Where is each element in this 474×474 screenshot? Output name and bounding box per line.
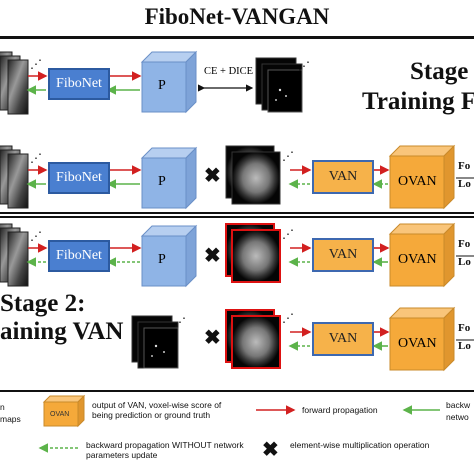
row1: ⋰ ⋰ (0, 50, 310, 115)
svg-text:⋰: ⋰ (30, 151, 42, 165)
side-lo-row2: Lo (458, 178, 471, 190)
gt-stack-row1: ⋰ (255, 57, 310, 113)
p-label-row2: P (158, 174, 166, 189)
van-box-row2: VAN (312, 160, 374, 194)
svg-text:✖: ✖ (204, 327, 221, 349)
side-fo-row3: Fo (458, 238, 471, 250)
stage1-label-line2: Training F (362, 88, 474, 115)
fibonet-box-row1: FiboNet (48, 68, 110, 100)
row2: ⋰ ✖ ⋰ (0, 144, 474, 210)
legend-multiply-label: element-wise multiplication operation (290, 440, 430, 450)
van-box-row4: VAN (312, 322, 374, 356)
ovan-label-row3: OVAN (398, 252, 437, 267)
ovan-label-row4: OVAN (398, 336, 437, 351)
side-lo-row3: Lo (458, 256, 471, 268)
legend-backward-noupdate-label: backward propagation WITHOUT network par… (86, 440, 244, 460)
multiply-icon: ✖ (204, 165, 221, 187)
side-lo-row4: Lo (458, 340, 471, 352)
side-fo-row4: Fo (458, 322, 471, 334)
svg-text:⋰: ⋰ (298, 59, 310, 73)
svg-text:✖: ✖ (204, 245, 221, 267)
legend-forward-label: forward propagation (302, 405, 378, 415)
svg-text:⋰: ⋰ (282, 311, 294, 325)
diagram-title: FiboNet-VANGAN (144, 4, 330, 29)
stage-divider (0, 212, 474, 218)
input-stack-row1: ⋰ (0, 51, 42, 115)
svg-text:⋰: ⋰ (282, 227, 294, 241)
p-label-row3: P (158, 252, 166, 267)
svg-text:⋰: ⋰ (30, 57, 42, 71)
legend-multiply-icon: ✖ (262, 439, 279, 461)
stage2-label-line1: Stage 2: (0, 290, 86, 317)
svg-text:⋰: ⋰ (30, 229, 42, 243)
loss-label: CE + DICE (204, 66, 254, 77)
p-cube-row1 (140, 50, 198, 114)
legend-rule (0, 390, 474, 392)
legend-left-fragment1: n (0, 402, 5, 412)
stage2-label-line2: aining VAN (0, 318, 124, 345)
top-rule (0, 36, 474, 39)
row3: ⋰ ✖ ⋰ (0, 222, 474, 288)
legend-ovan-description: output of VAN, voxel-wise score of being… (92, 400, 222, 420)
p-label-row1: P (158, 78, 166, 93)
side-fo-row2: Fo (458, 160, 471, 172)
legend-backward-label2: netwo (446, 412, 469, 422)
stage1-label-line1: Stage (410, 58, 469, 85)
fibonet-box-row3: FiboNet (48, 240, 110, 272)
svg-text:⋰: ⋰ (174, 315, 186, 329)
row4: ⋰ ✖ ⋰ (131, 306, 474, 372)
fibonet-box-row2: FiboNet (48, 162, 110, 194)
legend-graphics: ✖ (38, 394, 440, 461)
legend-backward-label: backw (446, 400, 471, 410)
van-box-row3: VAN (312, 238, 374, 272)
ovan-label-row2: OVAN (398, 174, 437, 189)
legend-left-fragment2: maps (0, 414, 21, 424)
svg-text:⋰: ⋰ (282, 149, 294, 163)
legend-ovan-chip: OVAN (50, 411, 70, 418)
